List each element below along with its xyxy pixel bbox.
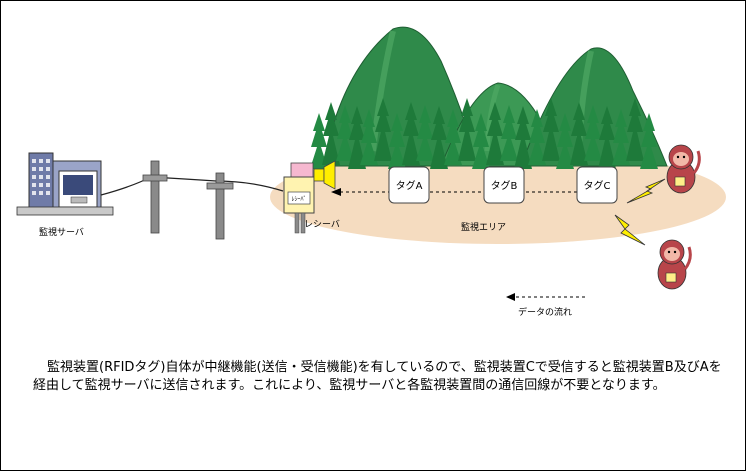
tree [402, 102, 420, 165]
lightning-icon-lower [614, 214, 646, 246]
tree [458, 98, 476, 161]
monkey-icon-lower [657, 239, 692, 290]
tree [322, 102, 340, 165]
receiver-label: レシーバ [304, 219, 340, 230]
tree [486, 102, 504, 165]
forest [310, 98, 658, 169]
tree [556, 113, 574, 169]
tree [348, 106, 366, 169]
tree [626, 98, 644, 161]
legend-arrow [506, 293, 585, 301]
tree [514, 106, 532, 169]
tree [430, 106, 448, 169]
tag-b-label: タグB [491, 179, 518, 192]
monkey-icon-upper [666, 144, 701, 194]
diagram-canvas: 監視サーバ ﾚｼｰﾊﾞ レシーバ タグA タグB タグC 監視エリア [16, 26, 726, 318]
tree [310, 113, 328, 169]
utility-pole-2 [206, 172, 234, 240]
tree [416, 105, 434, 161]
tag-b: タグB [483, 166, 525, 204]
tree [584, 105, 602, 161]
receiver-device [283, 160, 336, 234]
tree [374, 98, 392, 161]
area-label: 監視エリア [461, 221, 506, 233]
tree [388, 113, 406, 169]
data-flow-arrow [331, 188, 577, 196]
tree [472, 113, 490, 169]
tree [598, 106, 616, 169]
utility-pole-1 [142, 160, 168, 234]
tag-a-label: タグA [396, 179, 423, 192]
description-text: 監視装置(RFIDタグ)自体が中継機能(送信・受信機能)を有しているので、監視装… [33, 360, 722, 393]
receiver-box-label: ﾚｼｰﾊﾞ [291, 196, 306, 203]
legend-label: データの流れ [518, 306, 572, 318]
tree [444, 109, 462, 165]
tag-a: タグA [388, 166, 430, 204]
lightning-icon-upper [626, 178, 666, 204]
tree [570, 102, 588, 165]
tree [336, 105, 354, 161]
tree [528, 109, 546, 165]
tree [612, 109, 630, 165]
tag-c-label: タグC [584, 179, 611, 192]
communication-cable [100, 176, 284, 196]
tag-c: タグC [576, 166, 618, 204]
tree [542, 98, 560, 161]
tree [360, 109, 378, 165]
server-label: 監視サーバ [39, 226, 84, 238]
monitoring-server [16, 152, 114, 216]
tree [500, 105, 518, 161]
tree [640, 113, 658, 169]
